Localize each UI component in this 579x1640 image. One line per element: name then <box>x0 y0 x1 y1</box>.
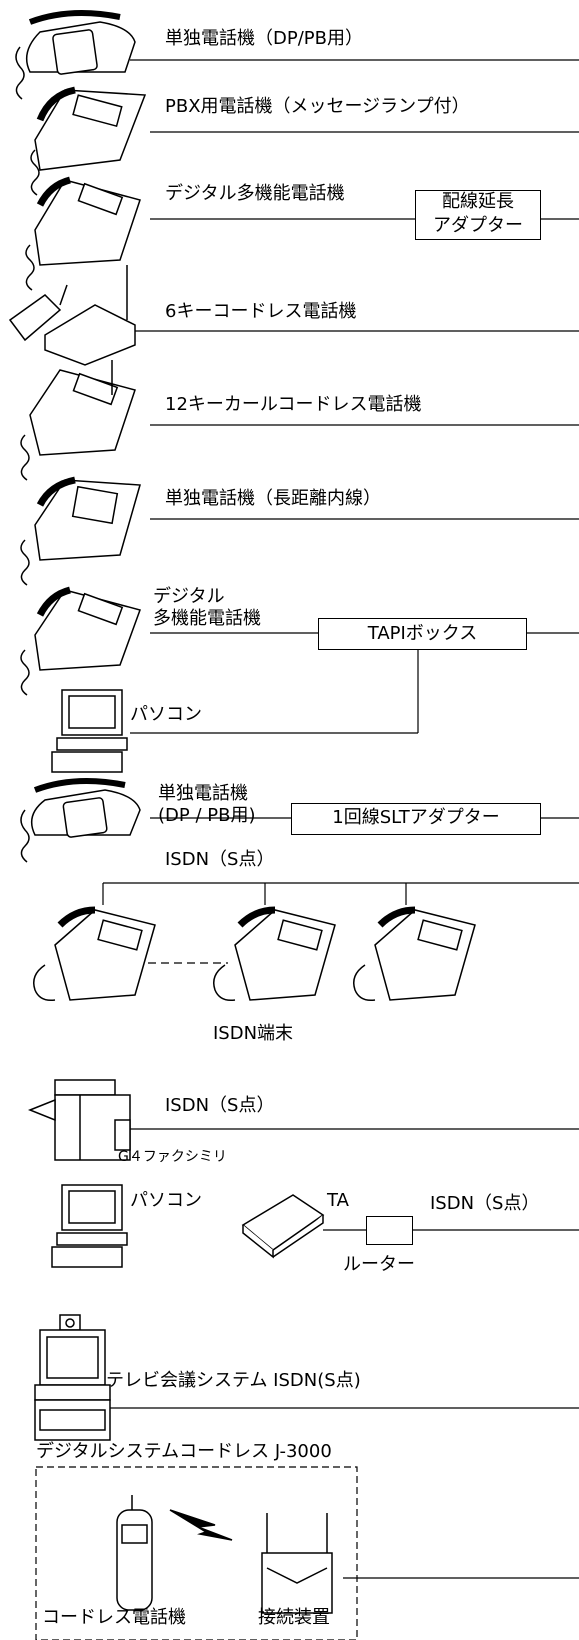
label-cordless6: 6キーコードレス電話機 <box>165 301 357 322</box>
label-cordless12: 12キーカールコードレス電話機 <box>165 394 422 415</box>
label-slt-phone-1: 単独電話機 <box>158 783 248 804</box>
j3000-dashed-box <box>35 1466 358 1640</box>
label-j3000-title: デジタルシステムコードレス J-3000 <box>36 1441 332 1462</box>
digital-phone-icon <box>20 586 141 696</box>
wiring-adapter-box <box>415 190 541 240</box>
cordless-base-icon <box>8 265 136 366</box>
label-connector: 接続装置 <box>258 1607 330 1628</box>
slt-adapter-box <box>291 803 541 835</box>
digital-phone-icon <box>25 176 141 291</box>
cordless-handset-icon <box>20 360 136 481</box>
label-slt-phone-2: (DP / PB用) <box>158 805 256 826</box>
isdn-terminal-icon-2 <box>213 906 336 1002</box>
wiring-adapter-label-1: 配線延長 <box>442 191 514 212</box>
label-g4fax: G４ファクシミリ <box>118 1149 227 1165</box>
pc-icon <box>51 1184 128 1268</box>
label-isdn-terminal: ISDN端末 <box>213 1023 294 1044</box>
label-router: ルーター <box>343 1254 415 1275</box>
pc-icon <box>51 689 128 773</box>
isdn-terminal-icon-1 <box>33 906 156 1002</box>
cordless-handset-icon <box>116 1495 153 1611</box>
slt-adapter-label: 1回線SLTアダプター <box>332 807 500 828</box>
router-box <box>366 1216 413 1245</box>
wiring-adapter-label-2: アダプター <box>433 215 523 236</box>
label-isdn-s3: ISDN（S点） <box>430 1193 540 1214</box>
ta-modem-icon <box>241 1194 325 1259</box>
label-cordless-phone: コードレス電話機 <box>42 1607 186 1628</box>
tapi-box-label: TAPIボックス <box>367 623 478 644</box>
isdn-terminal-icon-3 <box>353 906 476 1002</box>
antenna-base-icon <box>261 1513 333 1614</box>
label-digital-multi: デジタル多機能電話機 <box>165 183 345 204</box>
label-isdn-s2: ISDN（S点） <box>165 1095 275 1116</box>
label-single-dp-pb: 単独電話機（DP/PB用） <box>165 28 363 49</box>
desk-phone-icon <box>20 778 141 863</box>
label-single-long: 単独電話機（長距離内線） <box>165 488 381 509</box>
lightning-icon <box>169 1509 233 1541</box>
tapi-box <box>318 618 527 650</box>
label-pbx-phone: PBX用電話機（メッセージランプ付） <box>165 96 470 117</box>
label-isdn-s1: ISDN（S点） <box>165 849 275 870</box>
label-ta: TA <box>327 1190 349 1211</box>
business-phone-icon <box>30 86 147 196</box>
tv-conference-icon <box>34 1314 111 1441</box>
label-tv-conf: テレビ会議システム ISDN(S点) <box>106 1370 361 1391</box>
label-pc1: パソコン <box>130 704 202 725</box>
fax-icon <box>27 1079 131 1161</box>
label-tapi-phone-1: デジタル <box>153 586 225 607</box>
desk-phone-icon <box>15 10 136 100</box>
label-tapi-phone-2: 多機能電話機 <box>153 608 261 629</box>
desk-phone-icon <box>20 476 141 586</box>
label-pc2: パソコン <box>130 1190 202 1211</box>
